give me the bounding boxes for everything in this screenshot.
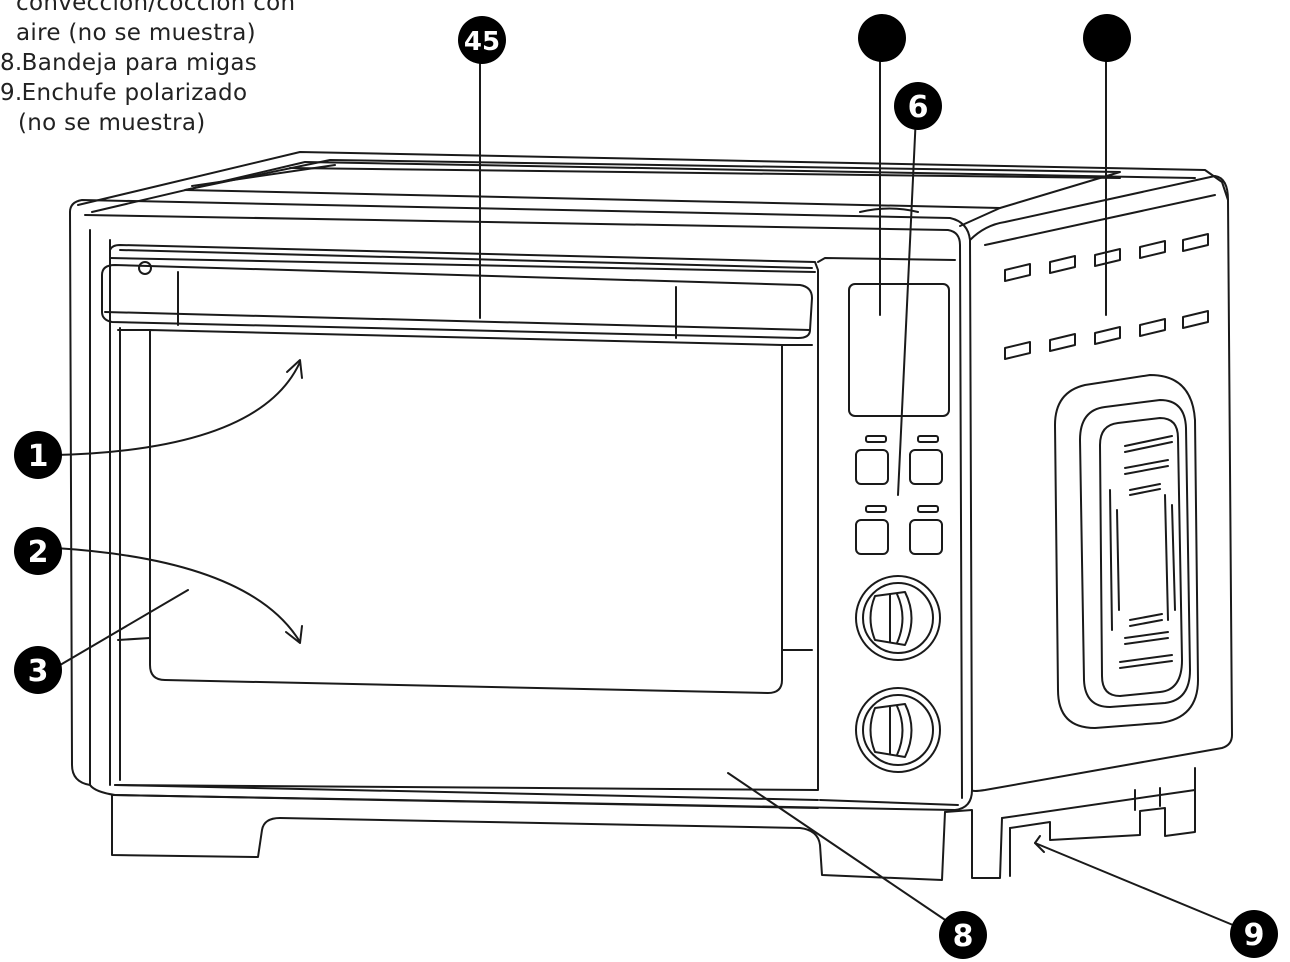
callout-6: 6: [894, 82, 942, 130]
callout-3-label: 3: [28, 654, 49, 689]
oven-door: [101, 244, 819, 809]
callout-45-label: 45: [464, 27, 500, 57]
legend-line-1-text: convección/cocción con: [16, 0, 296, 16]
legend-line-2-text: aire (no se muestra): [16, 20, 256, 46]
control-knob-2: [855, 687, 941, 773]
control-knob-1: [855, 575, 941, 661]
side-vents: [1004, 233, 1209, 360]
legend-item-8-text: Bandeja para migas: [21, 50, 258, 76]
callout-9: 9: [1230, 910, 1278, 958]
legend-line-5-text: (no se muestra): [18, 110, 206, 136]
callout-7a: [858, 14, 906, 62]
airflow-arrow-down: [54, 547, 301, 643]
oven-top: [77, 151, 1229, 227]
callout-badges: 1 2 3 45 6: [14, 14, 1278, 959]
callout-6-label: 6: [908, 90, 929, 125]
control-button-2: [909, 449, 943, 485]
airflow-arrow-up: [54, 361, 301, 456]
leader-lines: [54, 39, 1246, 931]
control-button-1: [855, 449, 889, 485]
side-filter: [1054, 374, 1199, 729]
callout-2-label: 2: [28, 535, 49, 570]
legend-item-9-text: Enchufe polarizado: [21, 80, 248, 106]
legend-item-8: 8. Bandeja para migas: [0, 48, 360, 78]
legend-line-1: convección/cocción con: [0, 0, 360, 18]
callout-3: 3: [14, 646, 62, 694]
legend-item-9: 9. Enchufe polarizado: [0, 78, 360, 108]
callout-2: 2: [14, 527, 62, 575]
control-panel: [817, 257, 959, 806]
airflow-arrows: [54, 359, 303, 644]
control-button-4: [909, 519, 943, 555]
oven-base: [111, 767, 1196, 881]
legend-line-5: (no se muestra): [0, 108, 360, 138]
callout-1: 1: [14, 431, 62, 479]
callout-45: 45: [458, 16, 506, 64]
callout-1-label: 1: [28, 439, 49, 474]
oven-front-body: [69, 199, 973, 811]
oven-side-panel: [969, 175, 1233, 792]
door-window: [149, 329, 783, 694]
callout-8: 8: [939, 911, 987, 959]
legend-line-2: aire (no se muestra): [0, 18, 360, 48]
parts-legend: convección/cocción con aire (no se muest…: [0, 0, 360, 138]
callout-7b: [1083, 14, 1131, 62]
display-screen: [848, 283, 950, 417]
callout-9-label: 9: [1244, 918, 1265, 953]
callout-8-label: 8: [953, 919, 974, 954]
control-button-3: [855, 519, 889, 555]
